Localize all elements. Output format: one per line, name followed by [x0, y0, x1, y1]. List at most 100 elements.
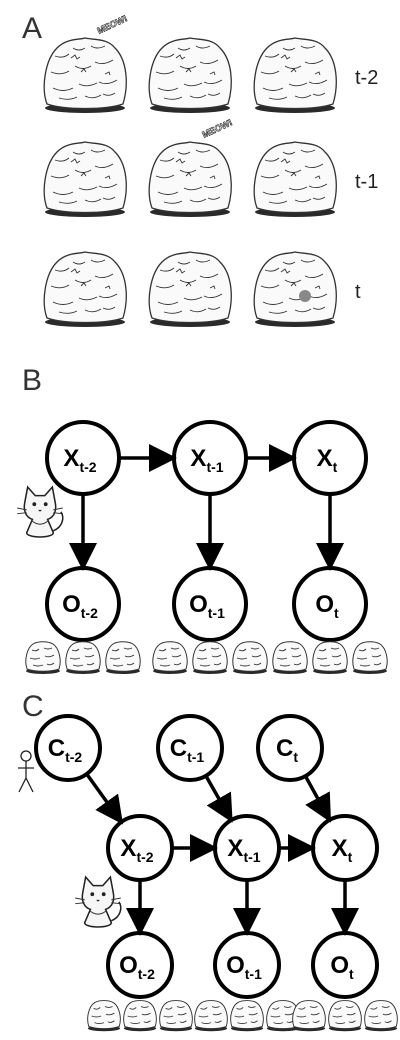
observation-node-subscript: t-2 [138, 966, 155, 982]
latent-state-node-subscript: t-1 [243, 849, 260, 865]
panel-c-label: C [22, 690, 44, 723]
observation-node-subscript: t-2 [81, 605, 98, 621]
context-node-circle [256, 714, 324, 782]
observation-node-circle [106, 931, 174, 999]
context-node-subscript: t [293, 749, 298, 765]
haystack-icon [87, 1000, 121, 1032]
context-arrow [303, 775, 332, 823]
svg-text:Xt: Xt [317, 445, 338, 475]
observation-node-letter: O [226, 952, 245, 979]
svg-text:Xt-2: Xt-2 [120, 835, 153, 865]
latent-state-node-circle [213, 814, 281, 882]
latent-state-node-letter: X [63, 445, 79, 472]
haystack-icon [159, 1000, 193, 1032]
observation-node-letter: O [119, 952, 138, 979]
latent-state-node: Xt-1 [172, 420, 248, 496]
haystack-icon [364, 1000, 398, 1032]
time-step-label: t-2 [355, 67, 378, 89]
latent-state-node-letter: X [190, 445, 206, 472]
svg-text:Xt-1: Xt-1 [190, 445, 223, 475]
observation-node-subscript: t-1 [245, 966, 262, 982]
observation-node-subscript: t [334, 605, 339, 621]
latent-state-node-circle [45, 420, 121, 496]
observation-node-circle [45, 566, 121, 642]
haystack-icon [194, 1000, 228, 1032]
svg-text:Ot-1: Ot-1 [226, 952, 262, 982]
latent-state-node: Xt [311, 814, 379, 882]
context-node-circle [34, 714, 102, 782]
observation-node-letter: O [315, 591, 334, 618]
haystack-icon [152, 641, 188, 675]
time-step-label: t-1 [355, 171, 378, 193]
haystack-illustration [148, 37, 232, 114]
latent-state-node-subscript: t-2 [79, 459, 96, 475]
latent-state-node-circle [106, 814, 174, 882]
haystack-icon [123, 1000, 157, 1032]
haystack-illustration [253, 37, 337, 114]
svg-text:Ot-2: Ot-2 [119, 952, 155, 982]
haystack-illustration [253, 141, 337, 218]
haystack-illustration [43, 37, 127, 114]
context-node-circle [156, 714, 224, 782]
haystack-icon [65, 641, 101, 675]
latent-state-node-circle [172, 420, 248, 496]
svg-text:Ot-1: Ot-1 [189, 591, 225, 621]
meow-text: MEOW! [201, 117, 234, 140]
context-node: Ct [256, 714, 324, 782]
context-node-letter: C [170, 735, 187, 762]
context-node-letter: C [276, 735, 293, 762]
panel-b-label: B [22, 364, 42, 397]
latent-state-node-subscript: t-1 [206, 459, 223, 475]
svg-text:Xt: Xt [332, 835, 353, 865]
latent-state-node-letter: X [332, 835, 348, 862]
haystack-illustration [253, 251, 337, 328]
context-node: Ct-2 [34, 714, 102, 782]
meow-text: MEOW! [96, 13, 129, 36]
observation-node-subscript: t [349, 966, 354, 982]
svg-text:Ot-2: Ot-2 [62, 591, 98, 621]
context-node-letter: C [48, 735, 65, 762]
haystack-icon [105, 641, 141, 675]
haystack-illustration [148, 141, 232, 218]
cat-illustration [16, 486, 64, 538]
svg-text:Ct: Ct [276, 735, 298, 765]
observation-node: Ot [292, 566, 368, 642]
panel-a-label: A [22, 12, 42, 45]
haystack-icon [352, 641, 388, 675]
haystack-icon [192, 641, 228, 675]
observation-node: Ot [311, 931, 379, 999]
latent-state-node-letter: X [317, 445, 333, 472]
observation-node: Ot-2 [106, 931, 174, 999]
context-node-subscript: t-1 [187, 749, 204, 765]
haystack-icon [230, 1000, 264, 1032]
context-arrow [204, 774, 233, 823]
svg-text:Ot: Ot [330, 952, 354, 982]
observation-node: Ot-1 [213, 931, 281, 999]
time-step-label: t [355, 281, 361, 303]
latent-state-node-subscript: t [333, 459, 338, 475]
haystack-illustration [43, 141, 127, 218]
haystack-icon [328, 1000, 362, 1032]
observation-node-subscript: t-1 [208, 605, 225, 621]
observation-node-letter: O [189, 591, 208, 618]
svg-text:Ct-1: Ct-1 [170, 735, 205, 765]
latent-state-node-letter: X [120, 835, 136, 862]
observation-node-circle [213, 931, 281, 999]
haystack-icon [272, 641, 308, 675]
person-illustration [17, 750, 35, 793]
svg-text:Ct-2: Ct-2 [48, 735, 83, 765]
latent-state-node: Xt-2 [106, 814, 174, 882]
observation-node-letter: O [330, 952, 349, 979]
latent-state-node-subscript: t-2 [136, 849, 153, 865]
context-node: Ct-1 [156, 714, 224, 782]
observation-node-letter: O [62, 591, 81, 618]
haystack-icon [232, 641, 268, 675]
haystack-icon [292, 1000, 326, 1032]
observation-node: Ot-1 [172, 566, 248, 642]
hidden-cat-mark [299, 290, 311, 302]
svg-text:Xt-1: Xt-1 [227, 835, 260, 865]
svg-text:Ot: Ot [315, 591, 339, 621]
